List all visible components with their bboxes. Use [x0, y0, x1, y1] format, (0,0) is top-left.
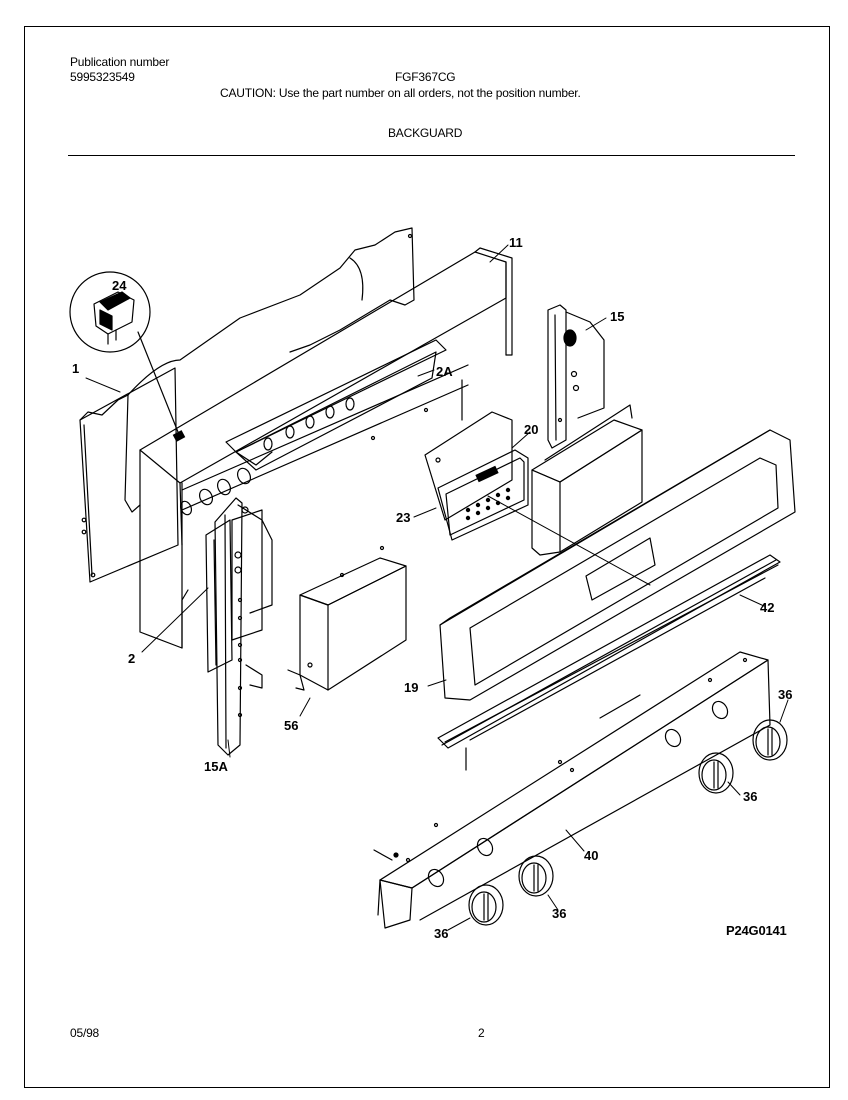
right-side-bracket-part	[547, 304, 605, 449]
callout-23: 23	[396, 510, 410, 525]
control-manifold-panel-part	[373, 651, 771, 929]
callout-2a: 2A	[436, 364, 453, 379]
callout-1: 1	[72, 361, 79, 376]
footer-date: 05/98	[70, 1026, 100, 1040]
channel-bracket-part	[225, 339, 447, 471]
leader-lines	[85, 244, 789, 931]
callout-36-midleft: 36	[552, 906, 566, 921]
callout-36-right: 36	[778, 687, 792, 702]
publication-label: Publication number	[70, 55, 170, 69]
control-knob	[752, 719, 788, 761]
caution-note: CAUTION: Use the part number on all orde…	[220, 86, 581, 100]
trim-strip-part	[437, 554, 781, 771]
header-rule	[68, 155, 795, 156]
control-knob	[468, 884, 504, 926]
callout-20: 20	[524, 422, 538, 437]
model-number: FGF367CG	[395, 70, 456, 84]
publication-number: 5995323549	[70, 70, 135, 84]
callout-36-left: 36	[434, 926, 448, 941]
footer-page-number: 2	[478, 1026, 485, 1040]
callout-19: 19	[404, 680, 418, 695]
callout-36-midright: 36	[743, 789, 757, 804]
back-sheet-part	[124, 227, 415, 513]
callout-15a: 15A	[204, 759, 228, 774]
switch-detail-inset	[69, 271, 179, 433]
drawing-id: P24G0141	[726, 923, 787, 938]
control-knob	[698, 752, 734, 794]
section-title: BACKGUARD	[388, 126, 463, 140]
control-panel-frame-part	[439, 429, 796, 701]
rear-shield-part	[79, 367, 179, 583]
callout-40: 40	[584, 848, 598, 863]
control-knob	[518, 855, 554, 897]
callout-42: 42	[760, 600, 774, 615]
support-bracket-part	[205, 509, 263, 673]
callout-2: 2	[128, 651, 135, 666]
callout-56: 56	[284, 718, 298, 733]
callout-11: 11	[509, 235, 523, 250]
upper-right-panel-part	[531, 404, 643, 556]
callout-24: 24	[112, 278, 127, 293]
callout-15: 15	[610, 309, 624, 324]
left-side-bracket-part	[214, 497, 273, 756]
backguard-frame-part	[139, 247, 513, 649]
display-board-part	[424, 411, 529, 541]
lower-cover-part	[287, 545, 407, 691]
page-frame	[24, 26, 830, 1088]
